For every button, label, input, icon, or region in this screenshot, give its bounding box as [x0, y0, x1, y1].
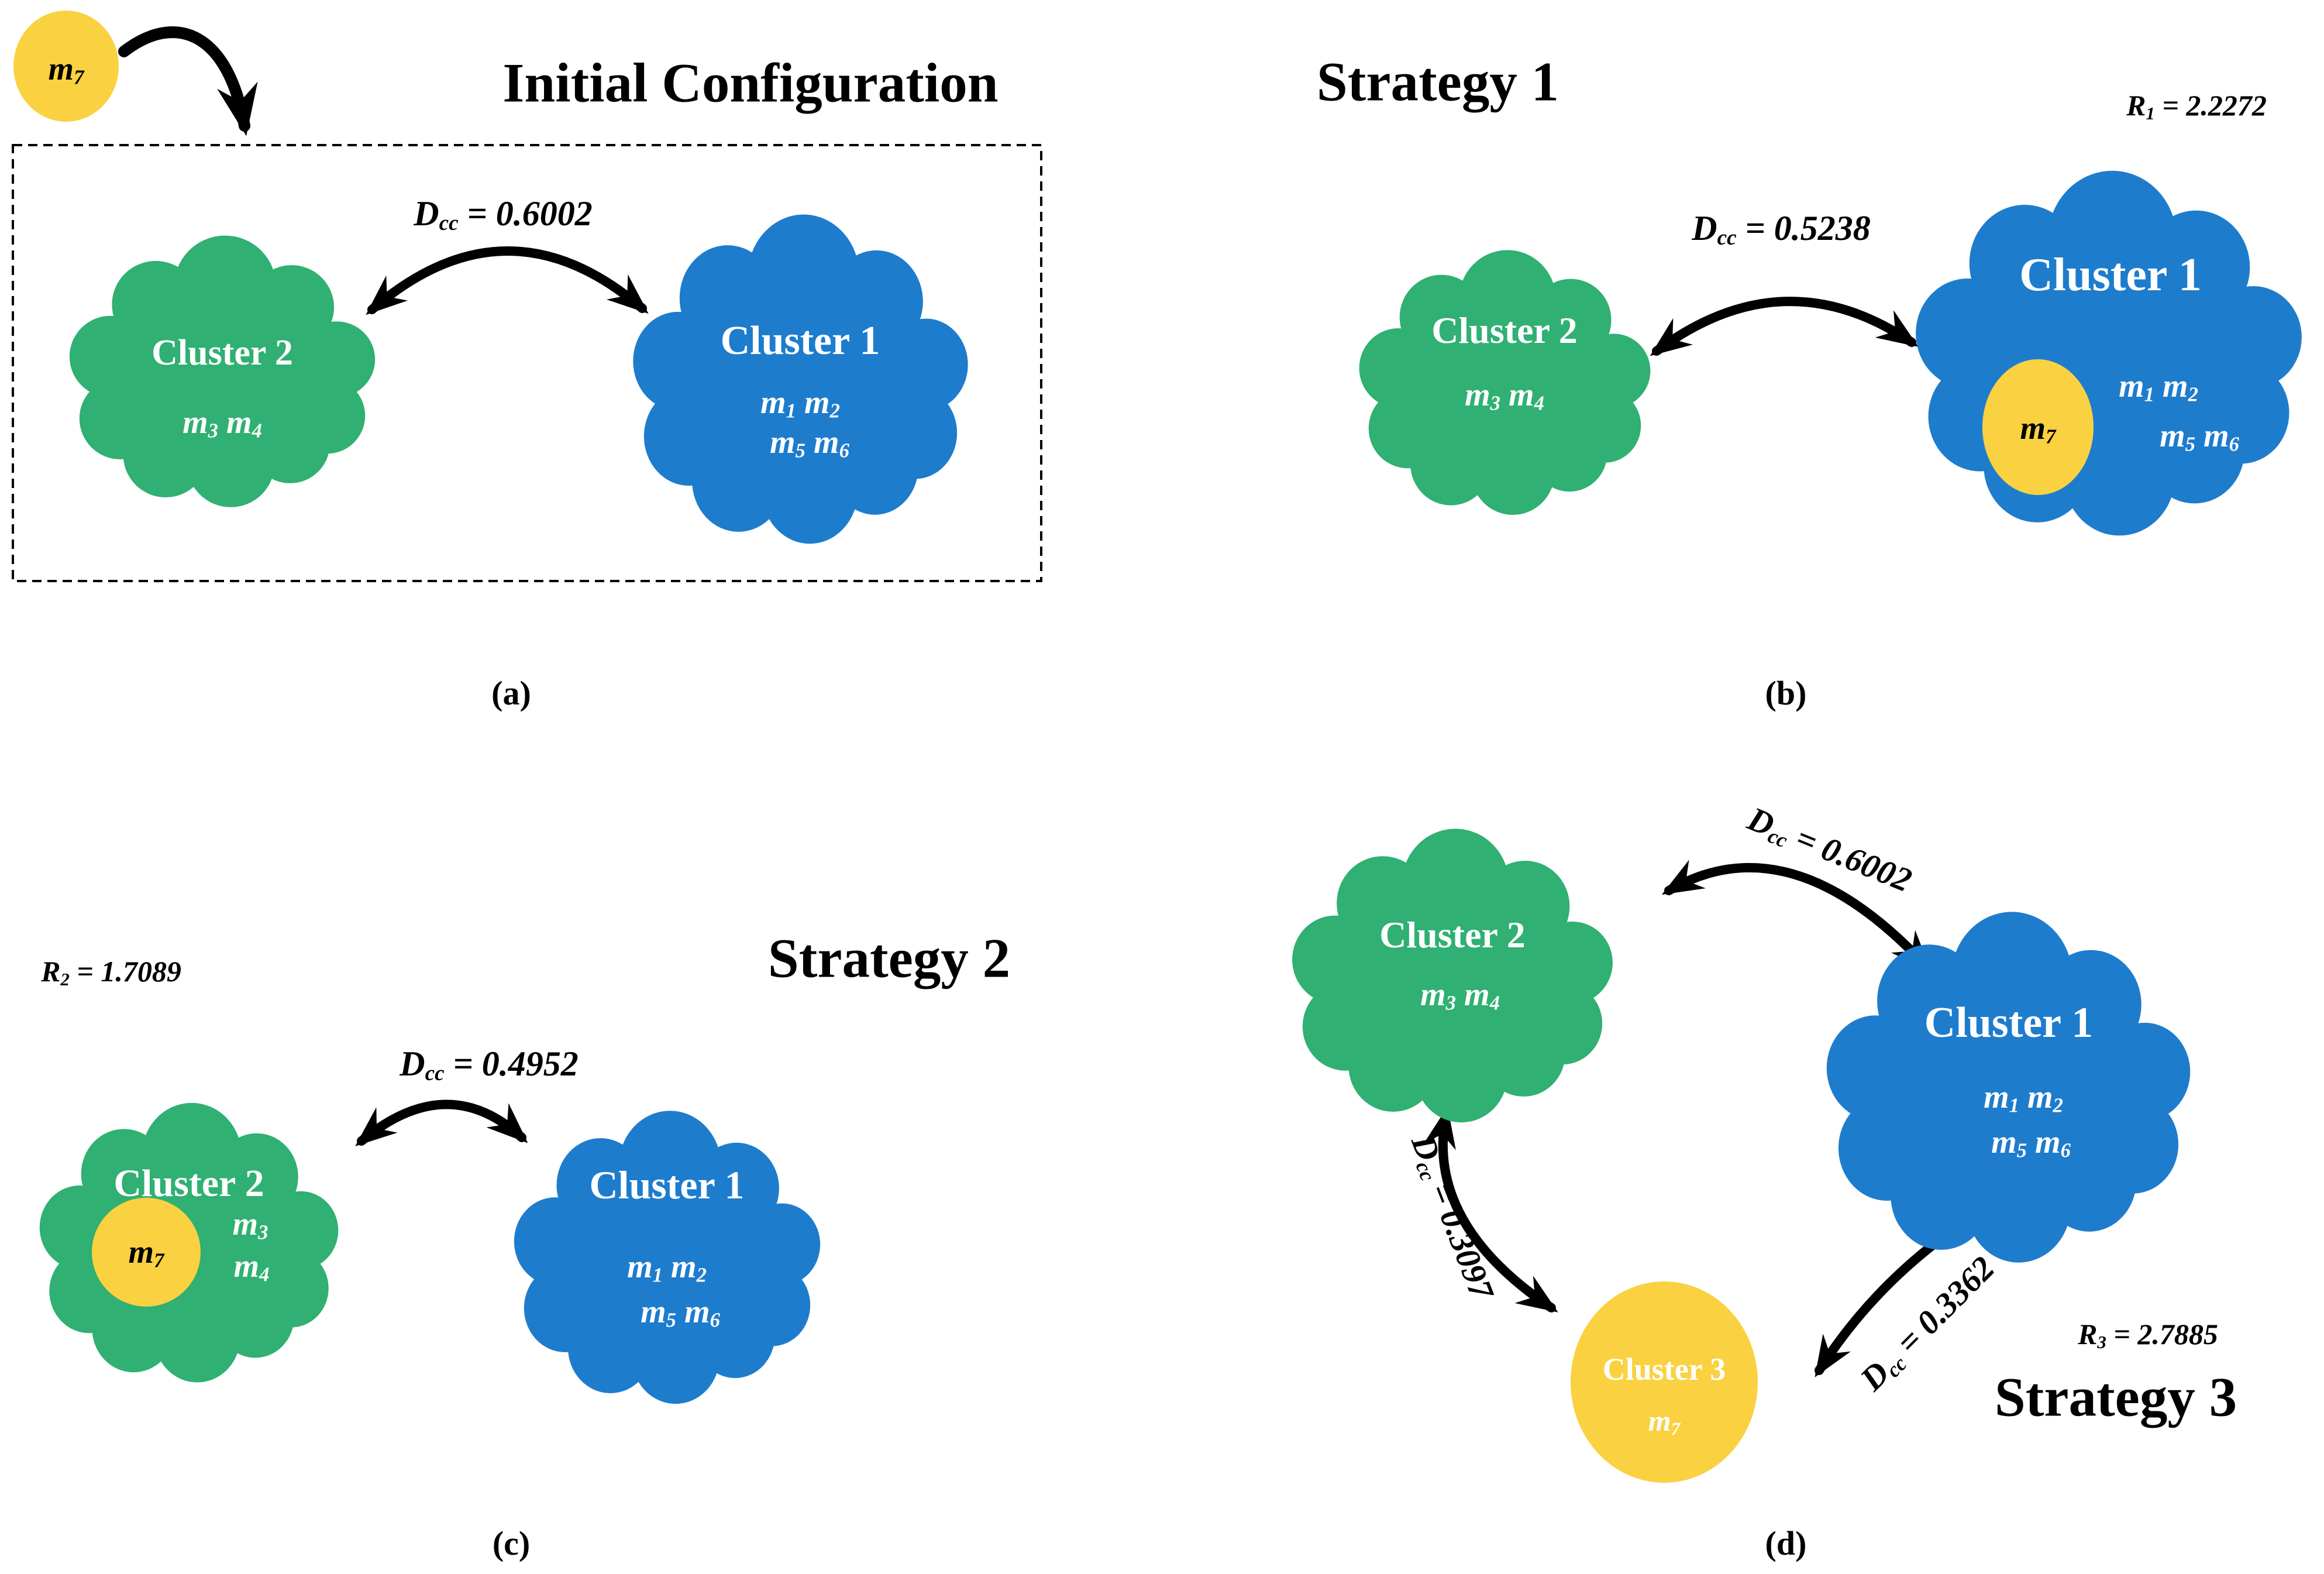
panel-b-cluster1-members-line2: m5 m6	[2160, 418, 2239, 456]
panel-c-title: Strategy 2	[767, 927, 1011, 989]
m7-insertion-arrow	[118, 26, 258, 136]
panel-a-cluster2-name: Cluster 2	[152, 333, 293, 373]
panel-d-caption: (d)	[1765, 1524, 1807, 1562]
panel-d-dcc-arrow-c2-c1	[1661, 860, 1931, 972]
panel-d-cluster2-name: Cluster 2	[1379, 914, 1526, 956]
panel-b-m7-node	[1982, 359, 2094, 495]
panel-b-cluster1-cloud	[1916, 170, 2302, 536]
panel-b-m7-label: m7	[2020, 410, 2056, 448]
panel-a-dcc-arrow	[366, 246, 649, 315]
panel-b-cluster1-name: Cluster 1	[2019, 249, 2202, 301]
panel-b-cluster2-name: Cluster 2	[1431, 310, 1578, 351]
panel-a-m7-node	[13, 11, 119, 122]
panel-a-cluster1-members-line1: m1 m2	[760, 384, 840, 422]
panel-c-cluster1-members-line2: m5 m6	[641, 1294, 720, 1332]
panel-a-cluster1-name: Cluster 1	[720, 318, 880, 363]
panel-d-cluster1-members-line2: m5 m6	[1991, 1124, 2071, 1162]
panel-d-cluster3-node	[1571, 1281, 1758, 1483]
panel-d-cluster1-name: Cluster 1	[1924, 999, 2094, 1047]
panel-d-r-label: R3 = 2.7885	[2078, 1318, 2218, 1352]
panel-a-cluster2-members: m3 m4	[183, 404, 262, 442]
panel-a-cluster1-cloud	[633, 214, 968, 544]
panel-c-m7-label: m7	[128, 1234, 164, 1272]
panel-b-r-label: R1 = 2.2272	[2126, 89, 2267, 123]
panel-c-cluster2-name: Cluster 2	[113, 1162, 264, 1205]
panel-c-cluster2-member-line1: m3	[232, 1206, 268, 1244]
panel-c-m7-node	[92, 1198, 201, 1307]
panel-a-m7-label: m7	[48, 51, 84, 89]
panel-c-cluster2-member-line2: m4	[233, 1248, 270, 1286]
panel-d-cluster2-cloud	[1292, 829, 1613, 1123]
panel-b-dcc-arrow	[1650, 297, 1919, 356]
panel-c-dcc-arrow	[355, 1099, 528, 1146]
panel-d-cluster1-members-line1: m1 m2	[1984, 1079, 2063, 1117]
panel-a-cluster1-members-line2: m5 m6	[770, 424, 849, 462]
initial-configuration-box	[12, 144, 1042, 582]
panel-d-dcc-arrow-c2-c3	[1423, 1106, 1558, 1312]
panel-c-cluster1-name: Cluster 1	[589, 1163, 745, 1207]
panel-d-cluster2-members: m3 m4	[1420, 977, 1500, 1015]
panel-d-cluster3-member: m7	[1648, 1404, 1681, 1439]
panel-c-dcc-label: Dcc = 0.4952	[400, 1044, 579, 1086]
panel-b-cluster2-members: m3 m4	[1465, 377, 1544, 415]
panel-b-title: Strategy 1	[1316, 50, 1559, 113]
panel-a-dcc-label: Dcc = 0.6002	[414, 194, 593, 236]
panel-b-dcc-label: Dcc = 0.5238	[1692, 209, 1871, 250]
panel-d-title: Strategy 3	[1994, 1366, 2237, 1428]
panel-b-caption: (b)	[1765, 674, 1807, 712]
panel-c-cluster1-members-line1: m1 m2	[627, 1249, 707, 1287]
panel-b-cluster1-members-line1: m1 m2	[2119, 368, 2198, 406]
panel-c-r-label: R2 = 1.7089	[41, 955, 181, 989]
panel-d-cluster3-name: Cluster 3	[1602, 1352, 1726, 1387]
panel-a-caption: (a)	[491, 674, 531, 712]
panel-a-title: Initial Configuration	[502, 51, 999, 114]
panel-c-caption: (c)	[492, 1524, 531, 1562]
